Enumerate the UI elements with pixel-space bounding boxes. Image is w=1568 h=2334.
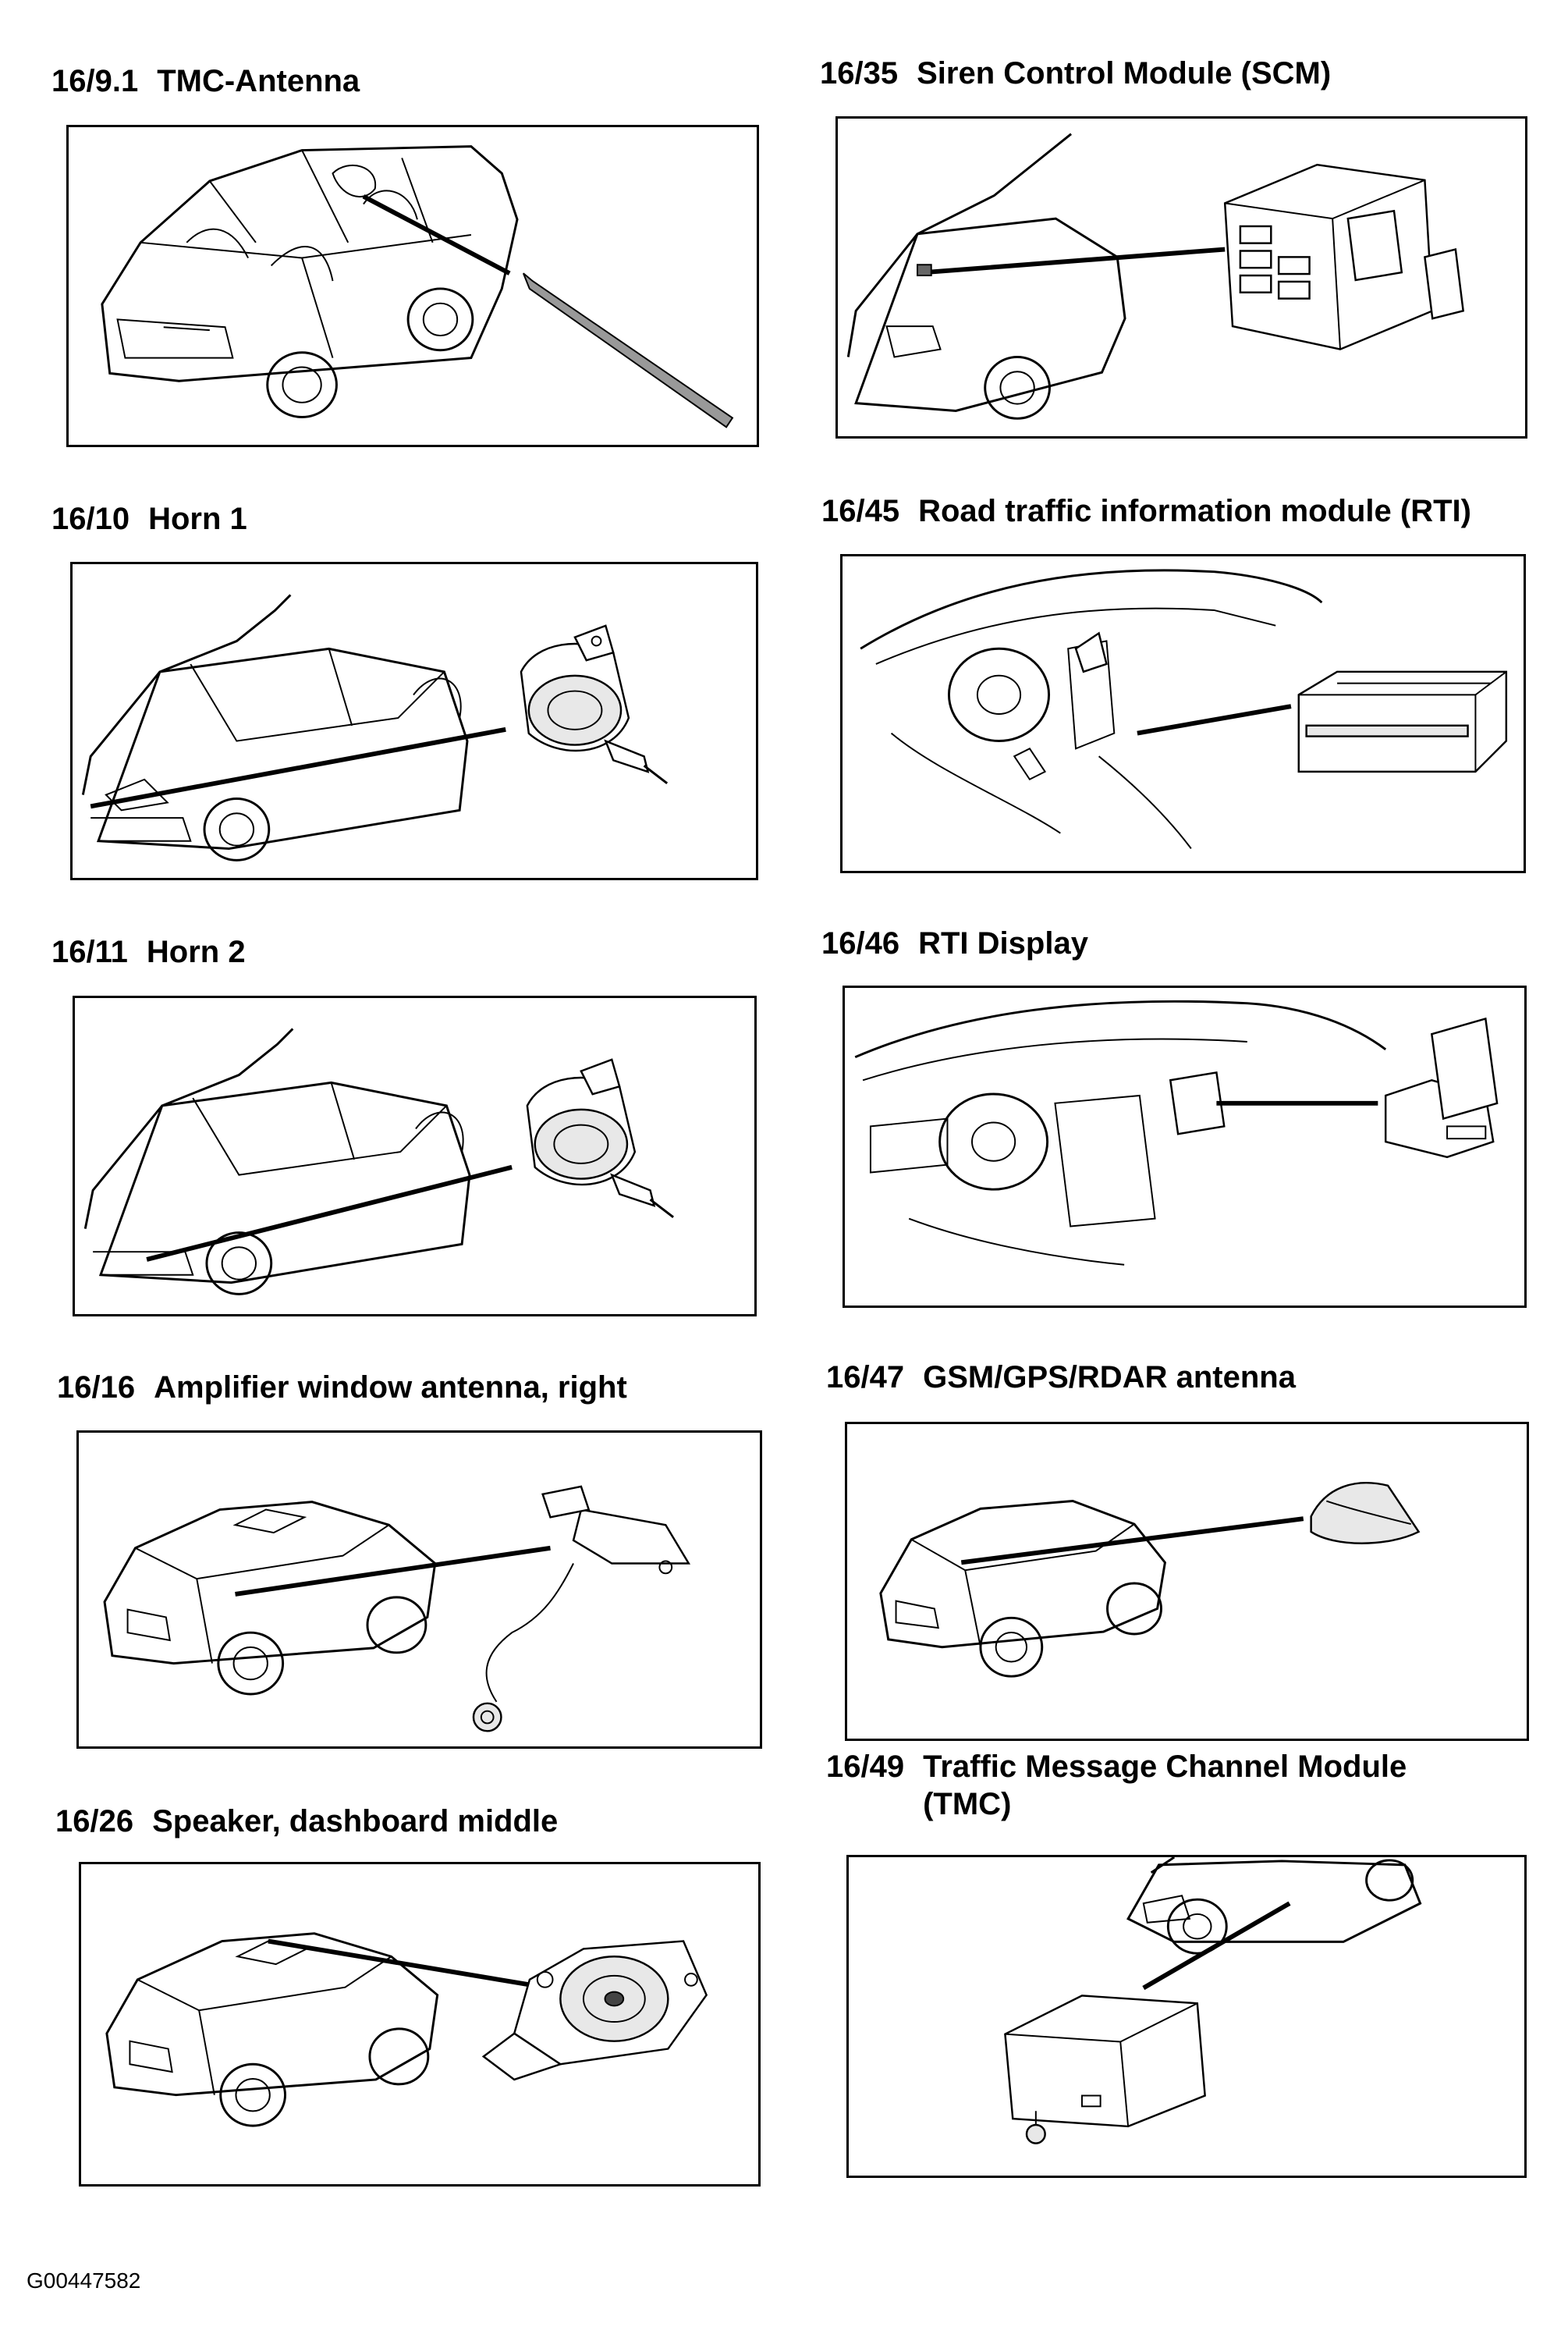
figure-title: TMC-Antenna: [157, 64, 360, 98]
figure-code: 16/10: [51, 502, 130, 536]
horn-2-illustration: [73, 996, 757, 1316]
figure-caption: 16/45 Road traffic information module (RT…: [821, 492, 1471, 530]
speaker-illustration: [79, 1862, 761, 2187]
car-front-with-module-drawing: [846, 133, 1465, 420]
figure-caption: 16/10 Horn 1: [51, 500, 247, 538]
figure-caption: 16/9.1 TMC-Antenna: [51, 62, 360, 100]
figure-title: Horn 1: [148, 502, 247, 536]
hatchback-with-shark-fin-antenna-drawing: [879, 1482, 1421, 1678]
figure-code: 16/9.1: [51, 64, 139, 98]
figure-title: Traffic Message Channel Module (TMC): [923, 1750, 1407, 1821]
figure-code: 16/16: [57, 1370, 136, 1405]
dashboard-with-rti-module-drawing: [860, 569, 1508, 850]
figure-code: 16/46: [821, 926, 900, 961]
siren-control-module-illustration: [835, 116, 1527, 439]
figure-caption: 16/35 Siren Control Module (SCM): [820, 55, 1331, 92]
gsm-gps-rdar-antenna-illustration: [845, 1422, 1529, 1741]
rti-module-illustration: [840, 554, 1526, 873]
car-interior-with-antenna-drawing: [101, 145, 734, 428]
figure-caption: 16/26 Speaker, dashboard middle: [55, 1803, 558, 1840]
hatchback-with-amplifier-drawing: [103, 1485, 691, 1732]
rti-display-illustration: [843, 986, 1527, 1308]
figure-code: 16/26: [55, 1804, 134, 1838]
figure-caption: 16/11 Horn 2: [51, 933, 246, 971]
figure-title: Speaker, dashboard middle: [152, 1804, 559, 1838]
car-front-with-horn-drawing: [83, 1028, 674, 1295]
figure-caption: 16/49 Traffic Message Channel Module (TMC…: [826, 1748, 1485, 1823]
horn-1-illustration: [70, 562, 758, 880]
figure-caption: 16/16 Amplifier window antenna, right: [57, 1369, 627, 1406]
figure-code: 16/35: [820, 56, 899, 91]
figure-code: 16/47: [826, 1360, 905, 1394]
figure-title: Road traffic information module (RTI): [918, 494, 1471, 528]
figure-title: Siren Control Module (SCM): [917, 56, 1332, 91]
car-front-with-horn-drawing: [81, 594, 669, 861]
tmc-antenna-illustration: [66, 125, 759, 447]
car-rear-with-tmc-module-drawing: [1004, 1857, 1422, 2144]
figure-code: 16/49: [826, 1750, 905, 1784]
figure-code: 16/11: [51, 935, 128, 969]
dashboard-with-display-drawing: [854, 1000, 1499, 1266]
amplifier-antenna-illustration: [76, 1430, 762, 1749]
document-code: G00447582: [27, 2268, 141, 2293]
figure-code: 16/45: [821, 494, 900, 528]
figure-title: GSM/GPS/RDAR antenna: [923, 1360, 1296, 1394]
figure-caption: 16/47 GSM/GPS/RDAR antenna: [826, 1359, 1296, 1396]
figure-title: RTI Display: [918, 926, 1088, 961]
hatchback-with-speaker-drawing: [105, 1932, 708, 2127]
figure-title: Horn 2: [146, 935, 246, 969]
figure-caption: 16/46 RTI Display: [821, 925, 1088, 962]
tmc-module-illustration: [846, 1855, 1527, 2178]
figure-title: Amplifier window antenna, right: [154, 1370, 627, 1405]
